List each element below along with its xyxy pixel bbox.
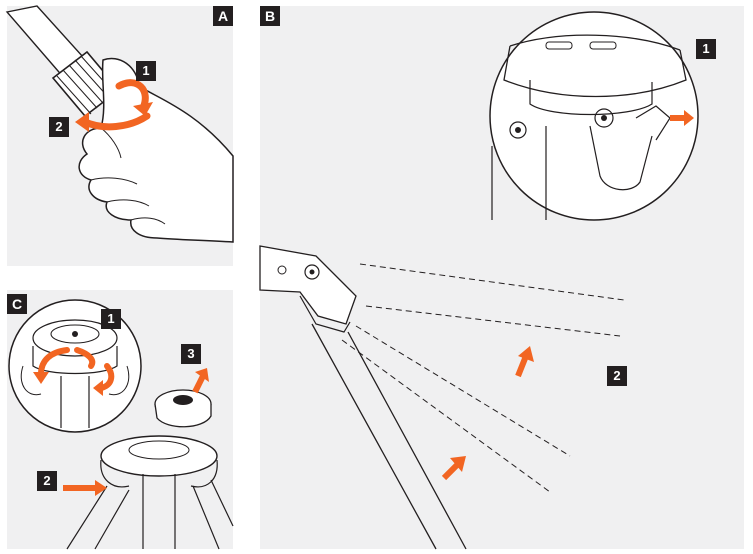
panel-b-step-1: 1 [696, 39, 716, 59]
panel-a-step-2: 2 [49, 117, 69, 137]
panel-a-label: A [213, 6, 233, 26]
panel-b-label: B [260, 6, 280, 26]
panel-b: B 1 2 [259, 6, 744, 550]
panel-a-step-1: 1 [136, 61, 156, 81]
panel-c-illustration [8, 299, 234, 550]
panel-a-illustration [5, 5, 234, 243]
panel-b-step-2: 2 [607, 366, 627, 386]
panel-c-step-3: 3 [181, 344, 201, 364]
panel-c: C 1 2 3 [7, 290, 234, 550]
panel-b-illustration [259, 11, 699, 550]
panel-c-step-1: 1 [101, 309, 121, 329]
panel-c-label: C [7, 294, 27, 314]
panel-c-step-2: 2 [37, 471, 57, 491]
panel-a: A 1 2 [5, 5, 234, 266]
